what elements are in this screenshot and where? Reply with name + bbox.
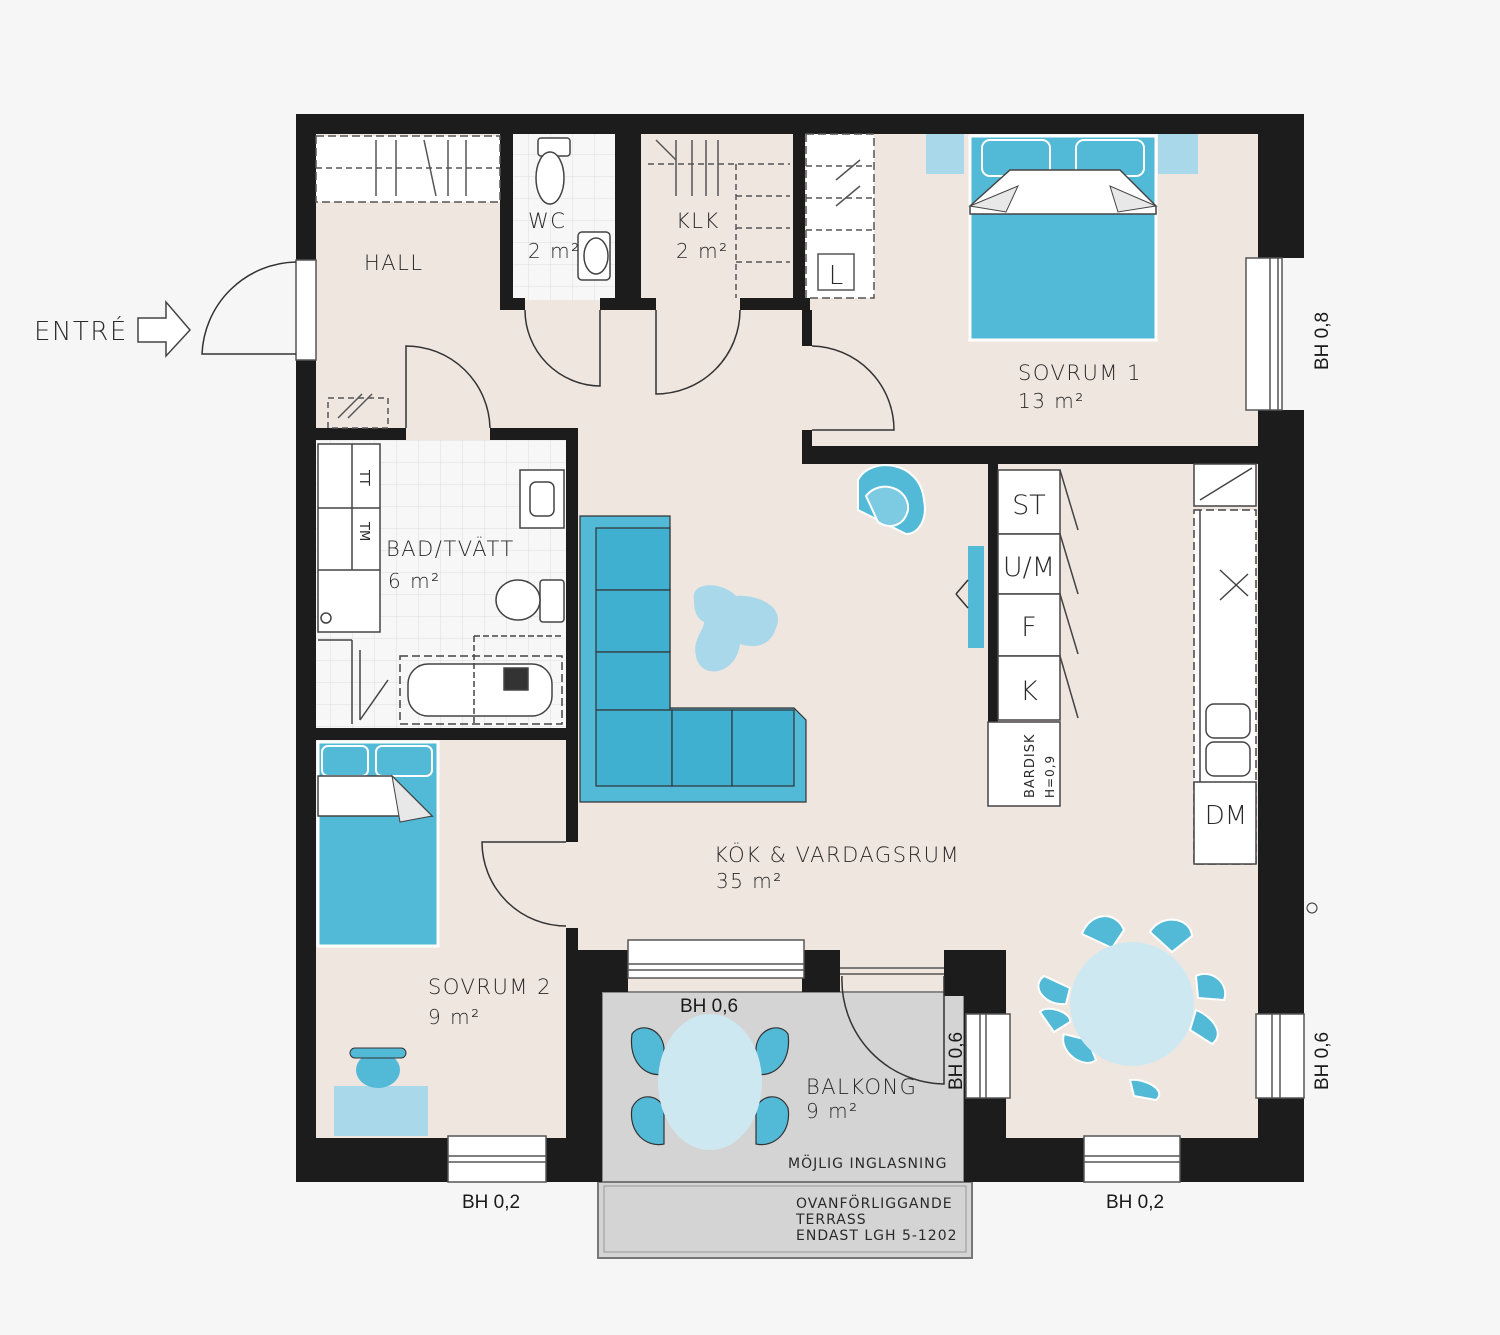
tv bbox=[955, 546, 984, 648]
balcony-table bbox=[630, 1014, 790, 1150]
sill-height-balcony-top: BH 0,6 bbox=[680, 996, 738, 1017]
outlet-icon bbox=[1306, 902, 1318, 914]
terrace-note-2: TERRASS bbox=[795, 1212, 867, 1228]
wc-label: WC bbox=[528, 209, 566, 233]
klk-storage bbox=[648, 133, 875, 299]
bad-area: 6 m² bbox=[388, 569, 441, 593]
terrace-note-1: OVANFÖRLIGGANDE bbox=[796, 1194, 953, 1212]
fridge-freezer-label: U/M bbox=[1003, 552, 1055, 583]
sovrum2-door bbox=[481, 841, 567, 927]
klk-label: KLK bbox=[676, 209, 720, 233]
balkong-area: 9 m² bbox=[806, 1099, 859, 1123]
glazing-note: MÖJLIG INGLASNING bbox=[788, 1154, 947, 1172]
sofa bbox=[579, 515, 807, 803]
sovrum1-area: 13 m² bbox=[1018, 389, 1085, 413]
dishwasher-label: DM bbox=[1205, 801, 1247, 831]
bath-fixtures bbox=[317, 443, 565, 725]
sill-height-bottom-right: BH 0,2 bbox=[1106, 1192, 1164, 1213]
balkong-label: BALKONG bbox=[806, 1075, 917, 1099]
klk-area: 2 m² bbox=[676, 239, 729, 263]
hall-label: HALL bbox=[364, 251, 424, 275]
wc-fixtures bbox=[535, 137, 611, 281]
terrace bbox=[597, 1181, 973, 1259]
balcony-door bbox=[841, 975, 945, 1085]
kok-area: 35 m² bbox=[716, 869, 783, 893]
wardrobe-label: L bbox=[829, 261, 844, 291]
sovrum2-area: 9 m² bbox=[428, 1005, 481, 1029]
bardisk-label: BARDISK bbox=[1023, 734, 1038, 798]
sovrum2-label: SOVRUM 2 bbox=[428, 975, 552, 999]
bath-door bbox=[405, 345, 491, 429]
kok-label: KÖK & VARDAGSRUM bbox=[714, 841, 960, 867]
bed-sovrum1 bbox=[926, 134, 1198, 342]
coffee-table bbox=[693, 585, 778, 672]
sill-height-right-bottom: BH 0,6 bbox=[1312, 1032, 1333, 1090]
klk-door bbox=[655, 309, 741, 395]
doors bbox=[201, 261, 945, 1085]
bardisk-height: H=0,9 bbox=[1043, 755, 1057, 798]
sovrum1-label: SOVRUM 1 bbox=[1018, 361, 1142, 385]
desk-chair bbox=[334, 1047, 428, 1136]
sovrum1-door bbox=[811, 345, 895, 431]
kitchen-counter bbox=[1193, 463, 1257, 865]
dryer-label: TT bbox=[356, 469, 371, 486]
entrance-arrow-icon bbox=[137, 299, 192, 358]
terrace-note-3: ENDAST LGH 5-1202 bbox=[796, 1228, 958, 1244]
walls bbox=[296, 114, 1304, 1182]
sill-height-right-top: BH 0,8 bbox=[1312, 312, 1333, 370]
kitchen-island bbox=[987, 469, 1079, 807]
hall-wardrobe bbox=[315, 135, 501, 429]
entrance-label: ENTRÉ bbox=[34, 315, 128, 347]
wc-area: 2 m² bbox=[528, 239, 581, 263]
sill-height-balcony-door: BH 0,6 bbox=[946, 1032, 967, 1090]
bad-label: BAD/TVÄTT bbox=[386, 535, 515, 561]
windows bbox=[295, 257, 1305, 1183]
bed-sovrum2 bbox=[316, 740, 440, 948]
armchair bbox=[857, 464, 926, 536]
stove-label: ST bbox=[1012, 490, 1046, 521]
entrance-door bbox=[201, 261, 297, 355]
washer-label: TM bbox=[356, 521, 371, 541]
dining-table bbox=[1037, 915, 1227, 1102]
sill-height-bottom-left: BH 0,2 bbox=[462, 1192, 520, 1213]
freezer-label: F bbox=[1021, 612, 1037, 643]
wc-door bbox=[524, 309, 601, 387]
fridge-label: K bbox=[1020, 676, 1038, 707]
